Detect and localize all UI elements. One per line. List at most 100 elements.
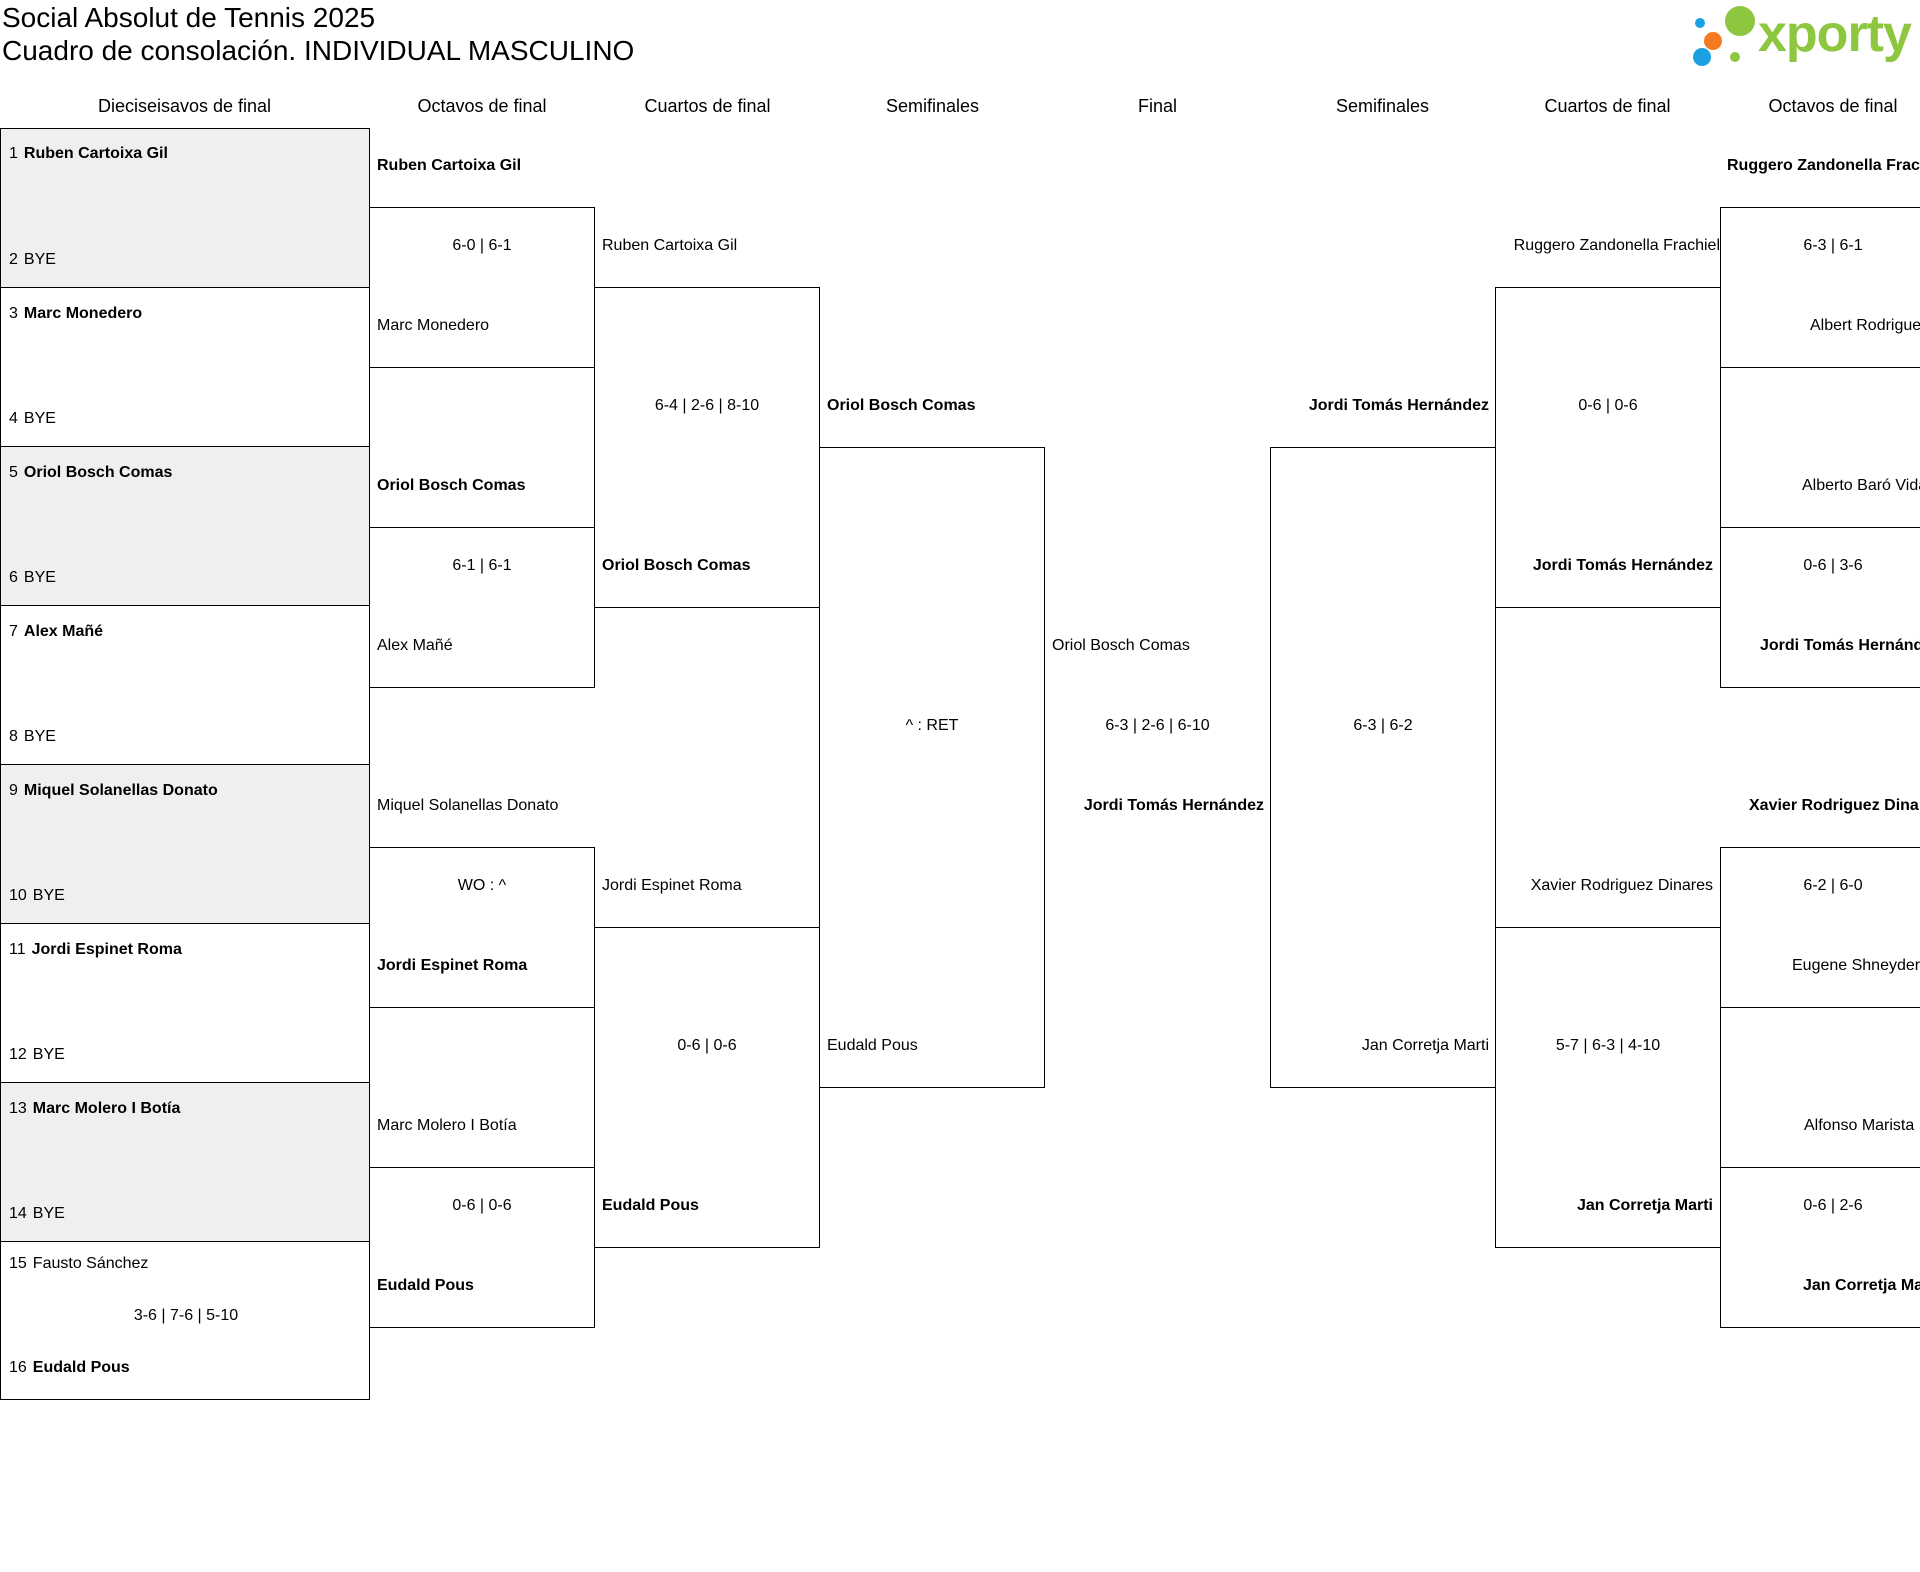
r16-left-match-4 — [369, 1167, 595, 1328]
logo-dot-green-small — [1730, 52, 1740, 62]
match-score: 6-3 | 6-2 — [1353, 717, 1413, 734]
bracket-player: Xavier Rodriguez Dinares — [1749, 797, 1920, 814]
bracket-player: Jordi Tomás Hernández — [1532, 557, 1713, 574]
r16-right-match-3 — [1720, 847, 1920, 1008]
bracket-player: Eudald Pous — [377, 1277, 474, 1294]
bracket-player: Jordi Tomás Hernández — [1760, 637, 1920, 654]
bracket-player: Ruggero Zandonella Frachiel — [1727, 157, 1920, 174]
header-sf-right: Semifinales — [1335, 96, 1430, 116]
qf-right-match-2 — [1495, 927, 1721, 1248]
final-player-bottom: Jordi Tomás Hernández — [1083, 797, 1264, 814]
bracket-player: Oriol Bosch Comas — [602, 557, 751, 574]
header-qf-right: Cuartos de final — [1544, 96, 1671, 116]
bracket-player: Jordi Espinet Roma — [602, 877, 742, 894]
match-score: 0-6 | 0-6 — [677, 1037, 737, 1054]
page-subtitle: Cuadro de consolación. INDIVIDUAL MASCUL… — [2, 35, 635, 66]
logo-dot-blue — [1693, 48, 1711, 66]
page-title: Social Absolut de Tennis 2025 — [2, 2, 376, 33]
bracket-player: Jan Corretja Marti — [1361, 1037, 1489, 1054]
match-score: 0-6 | 0-6 — [1578, 397, 1638, 414]
bracket-player: Oriol Bosch Comas — [827, 397, 976, 414]
match-score: ^ : RET — [905, 717, 959, 734]
match-score: 5-7 | 6-3 | 4-10 — [1555, 1037, 1661, 1054]
xporty-logo: xporty — [1690, 4, 1920, 68]
match-score: 6-2 | 6-0 — [1803, 877, 1863, 894]
bracket-player: Marc Molero I Botía — [377, 1117, 517, 1134]
match-score: 0-6 | 2-6 — [1803, 1197, 1863, 1214]
header-r32: Dieciseisavos de final — [97, 96, 272, 116]
bracket-player: Ruben Cartoixa Gil — [377, 157, 522, 174]
logo-dot-blue-small — [1695, 18, 1705, 28]
bracket-player: Ruggero Zandonella Frachiel — [1513, 237, 1720, 254]
sf-left-match — [819, 447, 1045, 1088]
logo-wordmark: xporty — [1758, 5, 1912, 63]
bracket-player: Ruben Cartoixa Gil — [602, 237, 738, 254]
final-player-top: Oriol Bosch Comas — [1052, 637, 1190, 654]
bracket-player: Jordi Tomás Hernández — [1308, 397, 1489, 414]
bracket-player: Marc Monedero — [377, 317, 490, 334]
bracket-player: Alberto Baró Vidal — [1802, 477, 1920, 494]
bracket-player: Albert Rodriguez — [1810, 317, 1920, 334]
bracket-player: Jan Corretja Marti — [1576, 1197, 1713, 1214]
header-r16-right: Octavos de final — [1768, 96, 1898, 116]
match-score: WO : ^ — [457, 877, 507, 894]
r16-right-match-1 — [1720, 207, 1920, 368]
bracket-player: Oriol Bosch Comas — [377, 477, 526, 494]
logo-dot-green — [1725, 6, 1755, 36]
r16-right-match-2 — [1720, 527, 1920, 688]
header-sf-left: Semifinales — [885, 96, 980, 116]
logo-dot-orange — [1704, 32, 1722, 50]
bracket-player: Alex Mañé — [377, 637, 453, 654]
sf-right-match — [1270, 447, 1496, 1088]
match-score: 3-6 | 7-6 | 5-10 — [133, 1307, 239, 1324]
match-score: 6-3 | 6-1 — [1803, 237, 1863, 254]
match-score: 0-6 | 0-6 — [452, 1197, 512, 1214]
bracket-player: Jan Corretja Marti — [1803, 1277, 1920, 1294]
bracket-player: Eudald Pous — [827, 1037, 918, 1054]
r16-right-column: Ruggero Zandonella Frachiel 6-3 | 6-1 Al… — [1720, 120, 1920, 1380]
bracket-player: Eudald Pous — [602, 1197, 699, 1214]
header-final: Final — [1137, 96, 1177, 116]
r16-left-match-1 — [369, 207, 595, 368]
match-score: 6-0 | 6-1 — [452, 237, 512, 254]
bracket-player: Alfonso Marista — [1804, 1117, 1915, 1134]
bracket-player: Jordi Espinet Roma — [377, 957, 528, 974]
header-r16-left: Octavos de final — [417, 96, 547, 116]
r16-left-match-3 — [369, 847, 595, 1008]
bracket-player: Xavier Rodriguez Dinares — [1530, 877, 1713, 894]
r16-right-match-4 — [1720, 1167, 1920, 1328]
final-score: 6-3 | 2-6 | 6-10 — [1105, 717, 1210, 734]
match-score: 6-4 | 2-6 | 8-10 — [654, 397, 760, 414]
match-score: 0-6 | 3-6 — [1803, 557, 1863, 574]
match-score: 6-1 | 6-1 — [452, 557, 512, 574]
header-qf-left: Cuartos de final — [644, 96, 771, 116]
bracket-player: Miquel Solanellas Donato — [377, 797, 559, 814]
r16-left-match-2 — [369, 527, 595, 688]
bracket-player: Eugene Shneyder — [1792, 957, 1920, 974]
